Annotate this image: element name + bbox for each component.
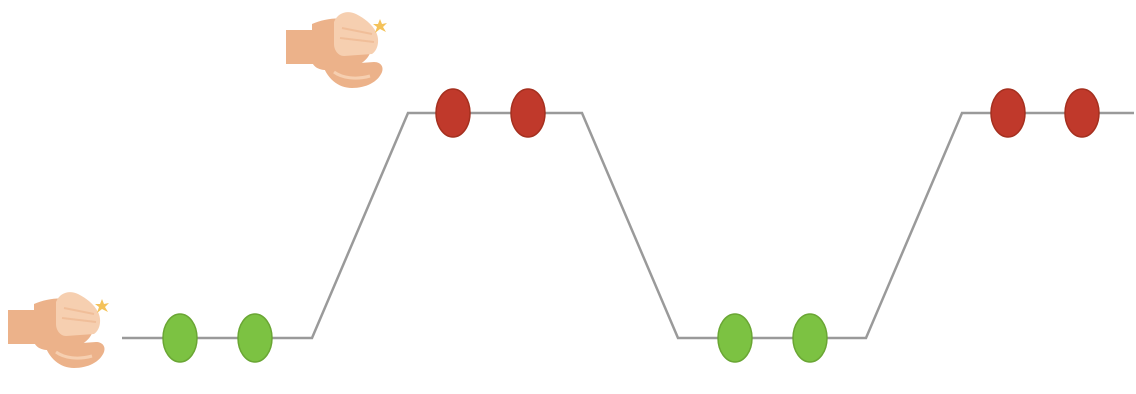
red-marker: [510, 88, 546, 138]
snap-hand-icon: [6, 290, 109, 370]
green-marker: [717, 313, 753, 363]
red-marker: [435, 88, 471, 138]
snap-hand-icon: [284, 10, 387, 90]
green-marker: [792, 313, 828, 363]
green-marker: [237, 313, 273, 363]
red-marker: [990, 88, 1026, 138]
red-marker: [1064, 88, 1100, 138]
markers-group: [162, 88, 1100, 363]
green-marker: [162, 313, 198, 363]
signal-line: [122, 111, 1134, 340]
